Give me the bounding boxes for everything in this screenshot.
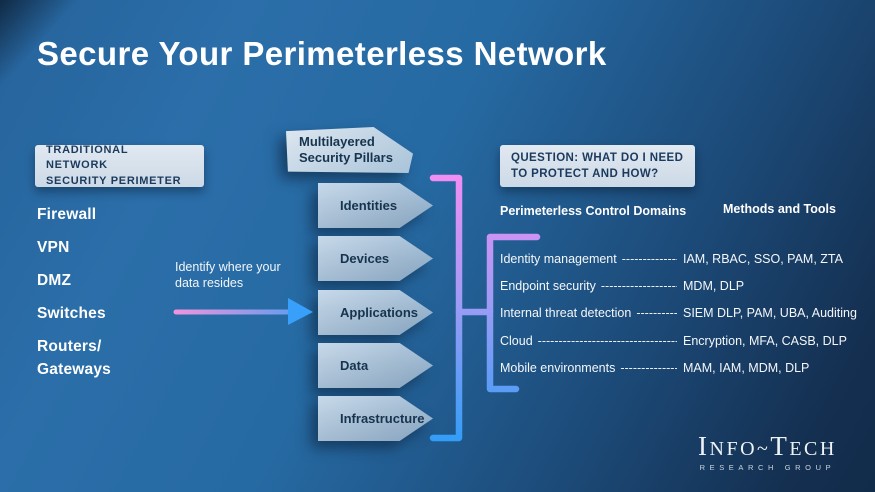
domain-label: Endpoint security [500,279,596,294]
domain-row-identity-management: Identity management --------------- IAM, … [500,245,855,272]
page-title: Secure Your Perimeterless Network [37,35,607,72]
infotech-subtitle: RESEARCH GROUP [699,463,836,472]
traditional-perimeter-list: Firewall VPN DMZ Switches Routers/ Gatew… [37,203,111,391]
pillar-infrastructure: Infrastructure [318,396,433,441]
domain-label: Cloud [500,333,533,348]
pillars-header-shadow: Multilayered Security Pillars [286,127,413,173]
pillar-identities: Identities [318,183,433,228]
logo-tilde: ~ [757,438,771,460]
pillar-data: Data [318,343,433,388]
traditional-perimeter-heading: TRADITIONAL NETWORK SECURITY PERIMETER [35,144,204,187]
dash-leader: --------------- [620,361,677,376]
methods-label: IAM, RBAC, SSO, PAM, ZTA [683,251,843,266]
perimeter-item-dmz: DMZ [37,272,72,289]
control-domains-list: Identity management --------------- IAM, … [500,245,857,382]
logo-letter: I [698,431,710,461]
pillar-data-wrap: Data [318,343,433,388]
pillar-applications: Applications [318,290,433,335]
domain-row-endpoint-security: Endpoint security --------------------- M… [500,272,855,299]
control-domains-header: Perimeterless Control Domains [500,204,687,218]
domain-row-internal-threat-detection: Internal threat detection ---------- SIEM… [500,300,857,327]
perimeter-item-vpn: VPN [37,239,70,256]
perimeter-item-routers-gateways: Routers/ Gateways [37,338,111,378]
dash-leader: --------------- [621,251,677,266]
dash-leader: ------------------------------------ [537,333,677,348]
pillars-header-flag: Multilayered Security Pillars [286,127,413,173]
perimeter-item-switches: Switches [37,305,106,322]
methods-tools-header: Methods and Tools [723,202,836,216]
pillar-identities-wrap: Identities [318,183,433,228]
dash-leader: --------------------- [600,279,677,294]
perimeter-item-firewall: Firewall [37,206,97,223]
infotech-wordmark: INFO~TECH [698,431,837,462]
domain-label: Identity management [500,251,617,266]
domain-label: Mobile environments [500,361,616,376]
logo-letter: T [770,431,790,461]
dash-leader: ---------- [636,306,677,321]
pillars-bracket [429,174,463,442]
identify-data-label: Identify where your data resides [175,260,281,290]
pillar-devices-wrap: Devices [318,236,433,281]
domain-label: Internal threat detection [500,306,632,321]
methods-label: MDM, DLP [683,279,745,294]
domain-row-cloud: Cloud -----------------------------------… [500,327,855,354]
identify-arrow-head [288,298,313,325]
infotech-logo: INFO~TECH RESEARCH GROUP [698,431,837,472]
pillar-infrastructure-wrap: Infrastructure [318,396,433,441]
methods-label: MAM, IAM, MDM, DLP [683,361,810,376]
logo-letters: ECH [789,438,837,460]
question-heading: QUESTION: WHAT DO I NEED TO PROTECT AND … [500,145,695,187]
domain-row-mobile-environments: Mobile environments --------------- MAM, … [500,355,855,382]
methods-label: SIEM DLP, PAM, UBA, Auditing [683,306,857,321]
methods-label: Encryption, MFA, CASB, DLP [683,333,847,348]
pillar-devices: Devices [318,236,433,281]
pillar-applications-wrap: Applications [318,290,433,335]
logo-letters: NFO [709,438,758,460]
